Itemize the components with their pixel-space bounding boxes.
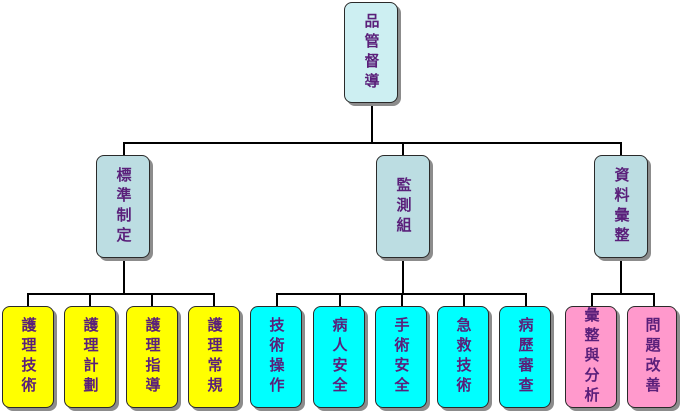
leaf-patient-safety: 病人安全 <box>313 306 365 408</box>
connector-group1-up <box>123 142 125 156</box>
leaf-compilation-analysis: 彙整與分析 <box>565 306 617 408</box>
leaf-technical-operation: 技術操作 <box>250 306 302 408</box>
connector-group1-bar <box>27 293 214 295</box>
leaf-medical-record-review: 病歷審查 <box>499 306 551 408</box>
leaf-nursing-technique: 護理技術 <box>2 306 54 408</box>
connector-group2-up <box>402 142 404 156</box>
connector-group1-down <box>123 258 125 294</box>
connector-leaf-2-5 <box>525 293 527 307</box>
connector-leaf-2-1 <box>276 293 278 307</box>
connector-level1-bar <box>123 142 622 144</box>
leaf-problem-improvement: 問題改善 <box>627 306 677 408</box>
connector-group2-down <box>402 258 404 294</box>
leaf-nursing-plan: 護理計劃 <box>64 306 116 408</box>
connector-group3-up <box>620 142 622 156</box>
connector-leaf-1-4 <box>213 293 215 307</box>
connector-leaf-1-3 <box>151 293 153 307</box>
connector-leaf-3-2 <box>653 293 655 307</box>
leaf-nursing-routine: 護理常規 <box>188 306 240 408</box>
root-node: 品管督導 <box>344 2 398 103</box>
connector-leaf-2-3 <box>401 293 403 307</box>
connector-leaf-3-1 <box>591 293 593 307</box>
group-node-monitoring: 監測組 <box>376 155 430 258</box>
connector-group3-bar <box>591 293 654 295</box>
leaf-surgical-safety: 手術安全 <box>375 306 427 408</box>
connector-leaf-2-2 <box>339 293 341 307</box>
leaf-emergency-technique: 急救技術 <box>437 306 489 408</box>
connector-root-down <box>371 103 373 143</box>
connector-group3-down <box>620 258 622 294</box>
connector-leaf-1-1 <box>27 293 29 307</box>
connector-leaf-2-4 <box>463 293 465 307</box>
group-node-standards: 標準制定 <box>96 155 150 258</box>
leaf-nursing-guidance: 護理指導 <box>126 306 178 408</box>
group-node-data-compilation: 資料彙整 <box>594 155 648 258</box>
connector-leaf-1-2 <box>89 293 91 307</box>
